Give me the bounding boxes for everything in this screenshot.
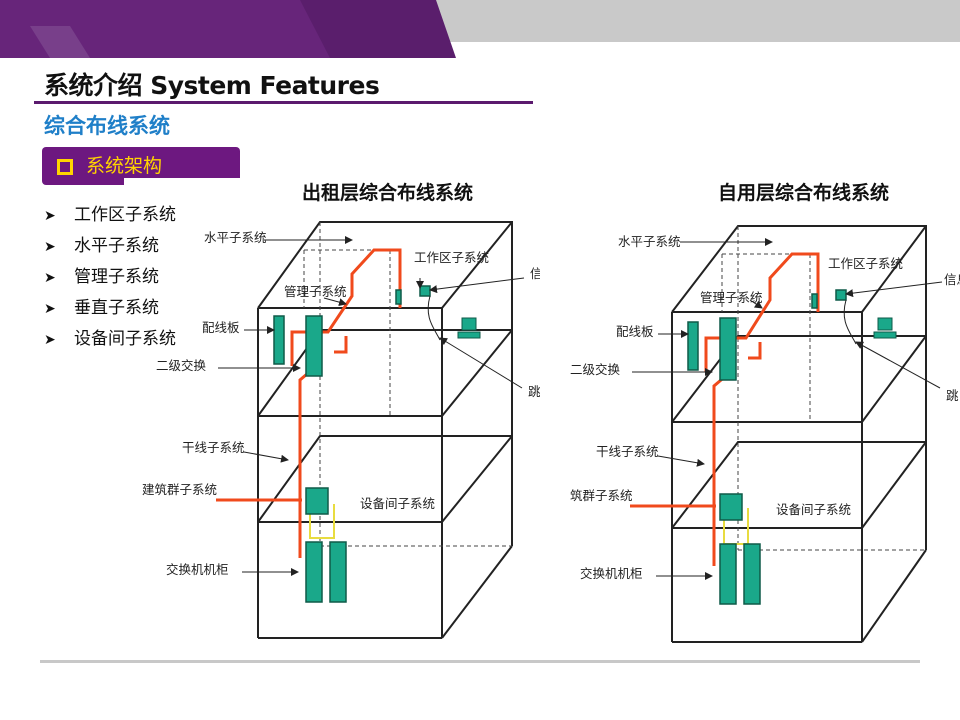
diagram-title: 出租层综合布线系统 <box>302 182 474 204</box>
computer-icon <box>873 317 897 339</box>
list-item: ➤水平子系统 <box>44 236 159 256</box>
cabling-diagram-svg: 水平子系统 工作区子系统 信息点 管理子系统 配线板 二级交换 跳线 干线子系统… <box>142 221 568 639</box>
switch-cabinet-2 <box>743 543 761 605</box>
label-switch-cabinet: 交换机机柜 <box>580 566 643 581</box>
title-underline <box>34 101 533 104</box>
info-point-shape <box>835 289 847 301</box>
label-equipment-room: 设备间子系统 <box>776 502 851 517</box>
list-item: ➤工作区子系统 <box>44 205 176 225</box>
list-item: ➤管理子系统 <box>44 267 159 287</box>
label-patch-panel: 配线板 <box>616 324 654 339</box>
switch-cabinet-2 <box>329 541 347 603</box>
label-management: 管理子系统 <box>284 284 347 299</box>
page-subtitle: 综合布线系统 <box>44 114 170 138</box>
label-jumper: 跳 <box>946 388 959 403</box>
label-backbone: 干线子系统 <box>596 444 659 459</box>
header-banner <box>0 0 960 58</box>
label-work-area: 工作区子系统 <box>414 250 489 265</box>
label-horizontal: 水平子系统 <box>204 230 267 245</box>
secondary-switch-shape <box>305 315 323 377</box>
label-work-area: 工作区子系统 <box>828 256 903 271</box>
label-equipment-room: 设备间子系统 <box>360 496 435 511</box>
subsystem-list: ➤工作区子系统 ➤水平子系统 ➤管理子系统 ➤垂直子系统 ➤设备间子系统 <box>44 200 176 355</box>
work-area-outlet <box>811 293 818 309</box>
equipment-room-box <box>719 493 743 521</box>
switch-cabinet-1 <box>305 541 323 603</box>
switch-cabinet-1 <box>719 543 737 605</box>
page-title: 系统介绍 System Features <box>44 71 380 100</box>
work-area-outlet <box>395 289 402 305</box>
label-management: 管理子系统 <box>700 290 763 305</box>
patch-panel-shape <box>687 321 699 371</box>
label-patch-panel: 配线板 <box>202 320 240 335</box>
arrow-bullet-icon: ➤ <box>44 301 56 317</box>
label-building-group: 筑群子系统 <box>570 488 633 503</box>
secondary-switch-shape <box>719 317 737 381</box>
list-item: ➤设备间子系统 <box>44 329 176 349</box>
list-item: ➤垂直子系统 <box>44 298 159 318</box>
info-point-shape <box>419 285 431 297</box>
square-bullet-icon <box>57 159 73 175</box>
footer-divider <box>40 660 920 663</box>
diagram-rental-floor: 出租层综合布线系统 <box>124 178 568 646</box>
label-building-group: 建筑群子系统 <box>142 482 217 497</box>
label-switch-cabinet: 交换机机柜 <box>166 562 229 577</box>
arrow-bullet-icon: ➤ <box>44 239 56 255</box>
label-secondary-switch: 二级交换 <box>156 358 207 373</box>
patch-panel-shape <box>273 315 285 365</box>
label-info-point: 信息 <box>944 272 960 287</box>
label-horizontal: 水平子系统 <box>618 234 681 249</box>
arrow-bullet-icon: ➤ <box>44 332 56 348</box>
arrow-bullet-icon: ➤ <box>44 208 56 224</box>
label-secondary-switch: 二级交换 <box>570 362 621 377</box>
label-backbone: 干线子系统 <box>182 440 245 455</box>
equipment-room-box <box>305 487 329 515</box>
diagram-self-use-floor: 自用层综合布线系统 <box>540 178 960 652</box>
diagram-title: 自用层综合布线系统 <box>718 182 890 204</box>
computer-icon <box>457 317 481 339</box>
cabling-diagram-svg: 水平子系统 工作区子系统 信息 管理子系统 配线板 二级交换 跳 干线子系统 筑… <box>570 225 960 643</box>
section-badge-label: 系统架构 <box>86 155 163 177</box>
arrow-bullet-icon: ➤ <box>44 270 56 286</box>
